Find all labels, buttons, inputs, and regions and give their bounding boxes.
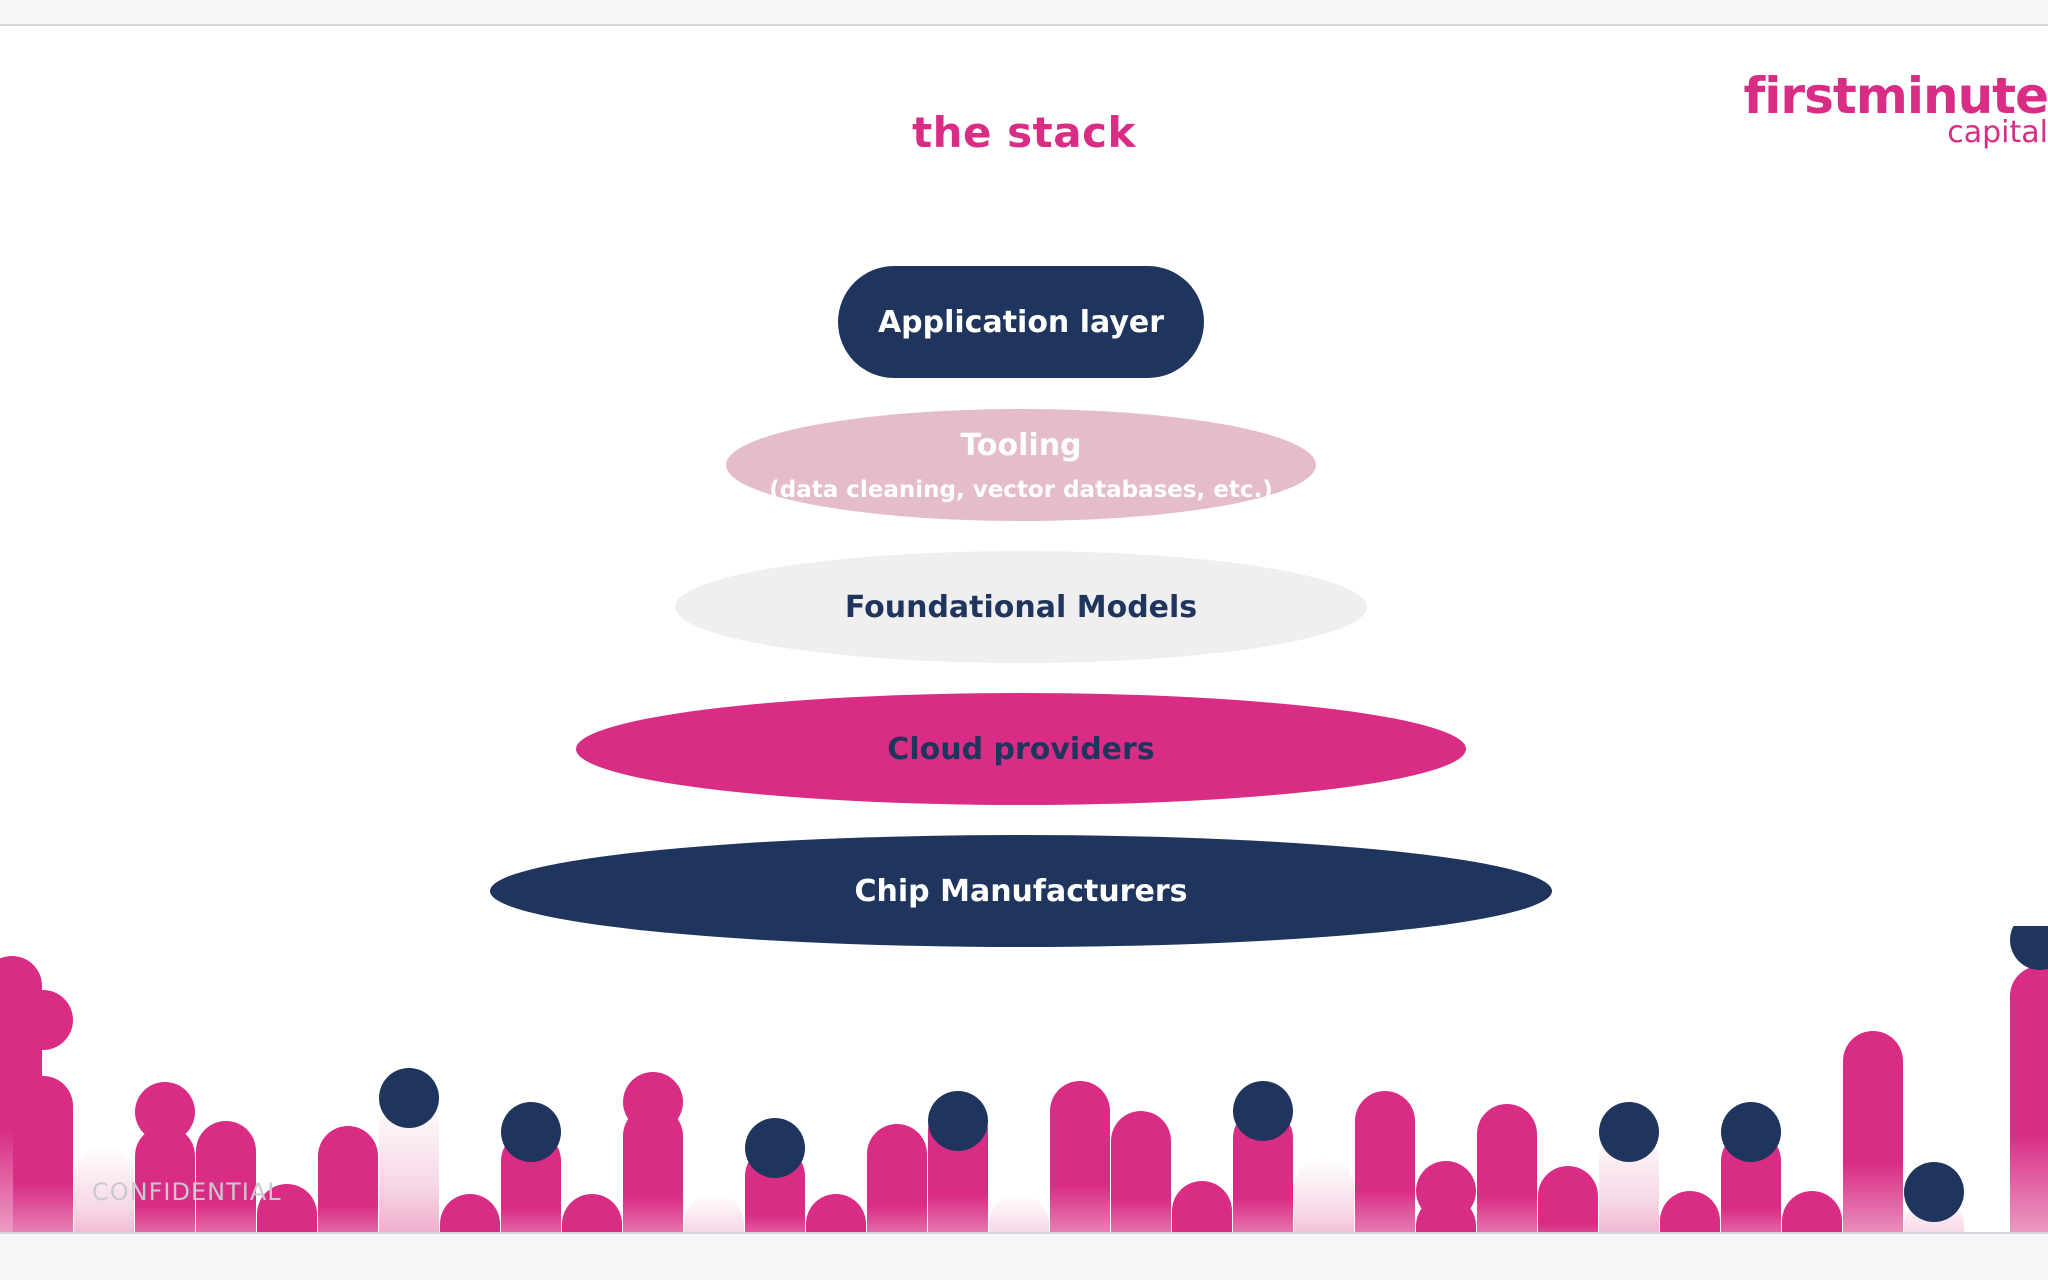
- decorative-bars-graphic: [0, 926, 2048, 1232]
- decorative-dot: [1599, 1102, 1659, 1162]
- logo-subtitle: capital: [1947, 115, 2048, 150]
- decorative-bar: [1477, 1104, 1537, 1232]
- decorative-dot: [623, 1072, 683, 1132]
- decorative-dot: [1904, 1162, 1964, 1222]
- decorative-bar: [1355, 1091, 1415, 1232]
- slide: the stack firstminute capital Applicatio…: [0, 24, 2048, 1234]
- stack-layer-foundational-models: Foundational Models: [675, 551, 1367, 663]
- stack-layer-tooling: Tooling (data cleaning, vector databases…: [726, 409, 1316, 521]
- decorative-bar: [623, 1106, 683, 1232]
- decorative-bar: [135, 1126, 195, 1232]
- decorative-bar: [1111, 1111, 1171, 1232]
- decorative-dot: [928, 1091, 988, 1151]
- decorative-dot: [379, 1068, 439, 1128]
- decorative-bar: [1294, 1158, 1354, 1232]
- decorative-dot: [745, 1118, 805, 1178]
- decorative-dot: [135, 1082, 195, 1142]
- decorative-bar: [2010, 966, 2048, 1232]
- confidential-label: CONFIDENTIAL: [92, 1178, 282, 1206]
- decorative-dot: [13, 990, 73, 1050]
- firstminute-logo: firstminute capital: [1744, 70, 2048, 148]
- decorative-bar: [562, 1194, 622, 1232]
- layer-label: Foundational Models: [844, 589, 1198, 625]
- decorative-bar: [379, 1098, 439, 1232]
- decorative-bar: [196, 1121, 256, 1232]
- decorative-bar: [867, 1124, 927, 1232]
- decorative-dot: [1233, 1081, 1293, 1141]
- decorative-bar: [1538, 1166, 1598, 1232]
- decorative-bar: [806, 1194, 866, 1232]
- decorative-dot: [1416, 1161, 1476, 1221]
- stack-layer-cloud-providers: Cloud providers: [576, 693, 1466, 805]
- decorative-bar: [440, 1194, 500, 1232]
- decorative-bar: [1050, 1081, 1110, 1232]
- decorative-dot: [501, 1102, 561, 1162]
- stack-layer-chip-manufacturers: Chip Manufacturers: [490, 835, 1552, 947]
- decorative-bar: [1660, 1191, 1720, 1232]
- decorative-bar: [1233, 1108, 1293, 1232]
- decorative-bar: [1782, 1191, 1842, 1232]
- layer-label: Chip Manufacturers: [854, 873, 1188, 909]
- layer-label: Cloud providers: [887, 731, 1155, 767]
- decorative-bar: [318, 1126, 378, 1232]
- decorative-bar: [1172, 1181, 1232, 1232]
- decorative-bar: [684, 1194, 744, 1232]
- layer-sublabel: (data cleaning, vector databases, etc.): [769, 476, 1273, 503]
- decorative-bar: [257, 1184, 317, 1232]
- decorative-bar: [74, 1146, 134, 1232]
- decorative-bar: [989, 1194, 1049, 1232]
- layer-label: Application layer: [877, 304, 1165, 340]
- slide-title: the stack: [912, 108, 1136, 157]
- decorative-dot: [1721, 1102, 1781, 1162]
- stack-layer-application: Application layer: [838, 266, 1204, 378]
- decorative-dot: [2010, 926, 2048, 970]
- layer-label: Tooling: [960, 427, 1082, 463]
- logo-wordmark: firstminute: [1743, 67, 2048, 125]
- decorative-bar: [1843, 1031, 1903, 1232]
- decorative-bar: [13, 1076, 73, 1232]
